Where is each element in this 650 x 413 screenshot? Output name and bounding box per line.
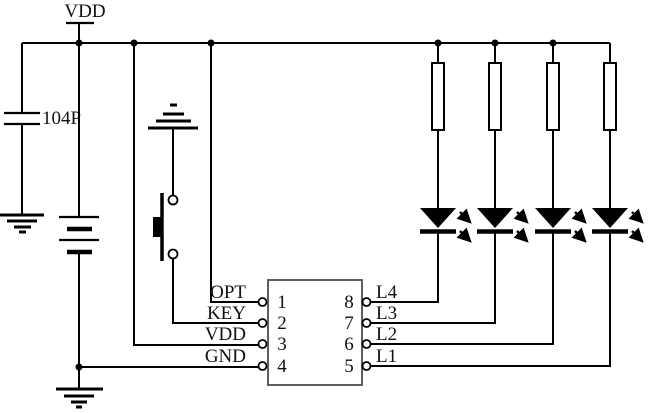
wire-led2-to-pin7: [370, 233, 496, 324]
pin-number-4: 4: [277, 356, 287, 377]
pin-number-6: 6: [344, 334, 354, 355]
pin-label-gnd: GND: [205, 346, 246, 367]
pin-number-3: 3: [277, 334, 287, 355]
pin-circle-8: [361, 297, 372, 307]
wire-led3-to-pin6: [370, 233, 554, 345]
capacitor-c1: [4, 111, 40, 126]
pin-circle-7: [361, 318, 372, 328]
pin-circle-3: [257, 339, 268, 349]
led-d3-icon: [535, 208, 587, 243]
led-channel-l2: [370, 43, 587, 345]
pin-number-1: 1: [277, 292, 287, 313]
vdd-power-flag: VDD: [64, 1, 106, 43]
earth-ground-bottom-icon: [56, 387, 103, 409]
pin-circle-2: [257, 318, 268, 328]
led-channel-l1: [370, 43, 644, 367]
led-d4-icon: [592, 208, 644, 243]
wire-key-to-pin2: [172, 258, 258, 324]
resistor-r3: [546, 62, 560, 131]
pin-label-opt: OPT: [210, 282, 246, 303]
battery-branch: [56, 43, 103, 409]
wire-rail-to-pin1-opt: [210, 43, 258, 303]
pin-label-l4: L4: [376, 282, 398, 303]
vdd-power-label: VDD: [64, 1, 105, 22]
pin-circle-4: [257, 361, 268, 371]
battery-icon: [59, 215, 99, 255]
led-d1-icon: [420, 208, 472, 243]
pin-number-7: 7: [344, 313, 354, 334]
pin-number-8: 8: [344, 292, 354, 313]
pin-label-l3: L3: [376, 303, 397, 324]
wire-led4-to-pin5: [370, 233, 611, 367]
pin-label-key: KEY: [207, 303, 246, 324]
button-earth-ground-icon: [148, 103, 198, 130]
pin-label-l2: L2: [376, 324, 397, 345]
resistor-r2: [488, 62, 502, 131]
wire-led1-to-pin8: [370, 233, 439, 303]
push-button-branch: [148, 103, 258, 324]
led-d2-icon: [477, 208, 529, 243]
capacitor-branch: 104P: [0, 43, 81, 234]
ic-u1: 1 2 3 4 8 7 6 5 OPT KEY VDD GND L4 L3 L2…: [205, 279, 398, 386]
led-channel-l3: [370, 43, 529, 324]
pin-circle-6: [361, 339, 372, 349]
pin-number-5: 5: [344, 356, 354, 377]
resistor-r4: [603, 62, 617, 131]
pin-label-vdd: VDD: [205, 324, 246, 345]
pin-label-l1: L1: [376, 346, 397, 367]
push-button-icon: [153, 193, 179, 261]
ic-body: [267, 279, 363, 386]
pin-circle-5: [361, 361, 372, 371]
earth-ground-left-icon: [0, 213, 44, 234]
pin-circle-1: [257, 297, 268, 307]
pin-number-2: 2: [277, 313, 287, 334]
led-channel-l4: [370, 43, 472, 303]
capacitor-value-label: 104P: [42, 108, 81, 129]
wire-rail-to-pin3-vdd: [133, 43, 258, 346]
resistor-r1: [431, 62, 445, 131]
